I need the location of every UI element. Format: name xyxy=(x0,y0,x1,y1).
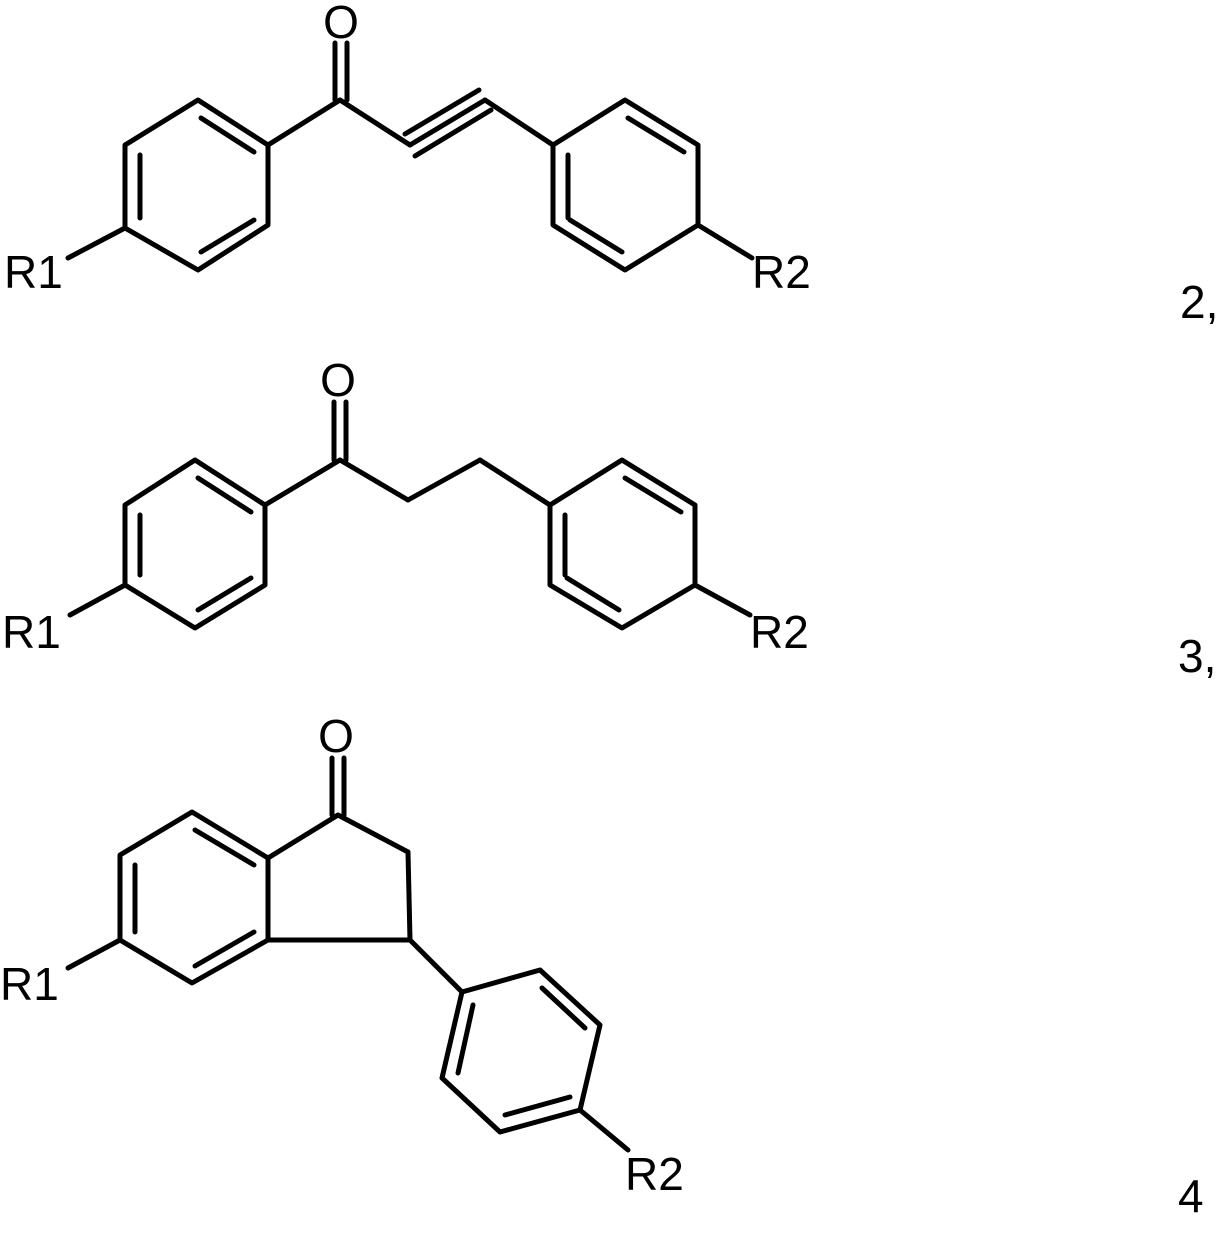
r2-label: R2 xyxy=(750,606,809,658)
ring-right xyxy=(550,460,695,628)
oxygen-label: O xyxy=(318,710,354,762)
r1-label: R1 xyxy=(4,246,63,298)
ring-right xyxy=(485,100,698,270)
structure-4: O R1 R2 4 xyxy=(0,710,1204,1222)
r1-bond xyxy=(70,585,125,615)
aryl-link-bond xyxy=(410,940,462,992)
structure-2: O R1 R2 2, xyxy=(4,0,1218,328)
r2-bond xyxy=(695,585,750,615)
r1-label: R1 xyxy=(2,606,61,658)
r1-label: R1 xyxy=(0,958,59,1010)
carbonyl xyxy=(268,43,347,145)
carbonyl xyxy=(332,758,344,815)
ring-left xyxy=(125,460,265,628)
aryl-ring xyxy=(442,970,600,1132)
r2-label: R2 xyxy=(625,1148,684,1200)
oxygen-label: O xyxy=(323,0,359,48)
r2-bond xyxy=(698,225,752,258)
ring-left xyxy=(125,100,268,270)
compound-number: 3, xyxy=(1178,630,1216,682)
r1-bond xyxy=(68,228,125,258)
cyclopentanone-ring xyxy=(268,815,410,940)
triple-bond xyxy=(340,90,491,156)
oxygen-label: O xyxy=(320,354,356,406)
r1-bond xyxy=(68,940,120,968)
structure-3: O R1 R2 3, xyxy=(2,354,1216,682)
benzo-ring xyxy=(120,812,268,983)
compound-number: 2, xyxy=(1180,276,1218,328)
r2-label: R2 xyxy=(752,246,811,298)
compound-number: 4 xyxy=(1178,1170,1204,1222)
carbonyl xyxy=(265,402,346,505)
ethylene-chain xyxy=(340,460,550,505)
r2-bond xyxy=(580,1110,628,1150)
